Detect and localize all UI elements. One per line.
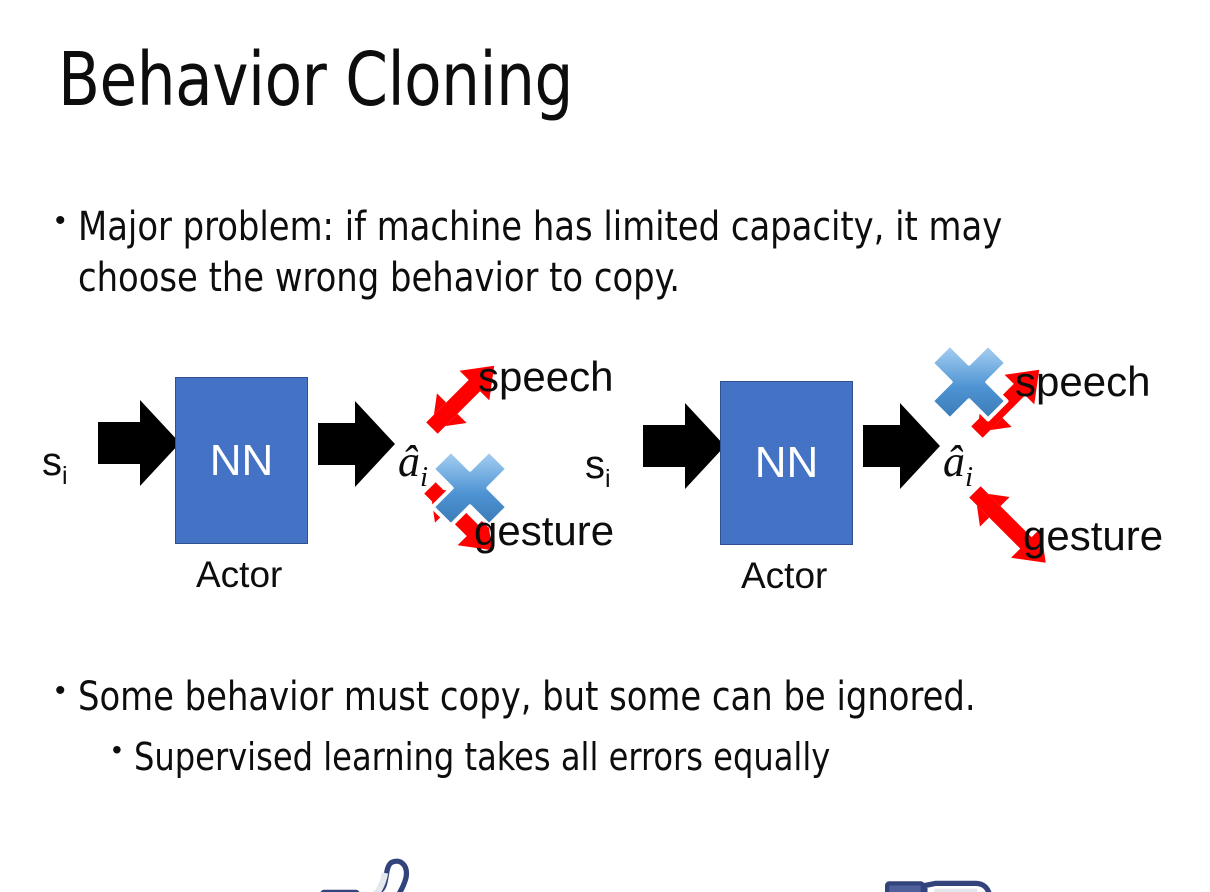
branch-label-gesture-left: gesture: [474, 507, 615, 554]
bullet-top-text: Major problem: if machine has limited ca…: [77, 204, 1002, 302]
branch-label-speech-right: speech: [1015, 358, 1151, 405]
block-arrow-right-icon: [318, 401, 395, 487]
diagram-left-good-case: si NN Actor âi: [0, 340, 620, 892]
red-double-arrow-gesture-right: [969, 486, 1046, 563]
bullet-marker-icon: •: [55, 674, 66, 707]
action-symbol: â: [943, 437, 965, 486]
action-symbol: â: [398, 437, 420, 486]
nn-box-label: NN: [209, 435, 274, 485]
diagram-right-bad-case: si NN Actor âi: [545, 340, 1210, 892]
branch-label-speech-left: speech: [478, 353, 614, 400]
state-symbol: s: [585, 443, 605, 487]
branch-arrows-right-layer: [929, 342, 1046, 563]
state-label-right: si: [585, 445, 611, 492]
block-arrow-right-icon: [643, 403, 725, 489]
block-arrow-right-icon: [863, 403, 940, 489]
red-double-arrow-speech-left: [426, 365, 495, 434]
action-subscript: i: [420, 460, 429, 493]
nn-box-label: NN: [754, 438, 819, 487]
bullet-bottom-level1: • Some behavior must copy, but some can …: [55, 672, 1165, 723]
state-symbol: s: [42, 440, 62, 484]
blue-cross-icon-gesture: [430, 448, 510, 528]
state-subscript: i: [605, 465, 611, 493]
input-arrow-left-layer: [98, 400, 395, 487]
blue-cross-icon-speech: [929, 342, 1009, 422]
actor-caption-left: Actor: [196, 554, 283, 595]
input-arrow-right-layer: [643, 403, 940, 489]
block-arrow-right-icon: [98, 400, 180, 486]
bullet-bottom-level2-text: Supervised learning takes all errors equ…: [133, 735, 831, 779]
thumbs-down-icon: [885, 880, 992, 892]
thumbs-up-icon: [320, 858, 410, 892]
bullet-marker-icon: •: [55, 204, 66, 237]
actor-caption-right: Actor: [741, 555, 828, 596]
action-subscript: i: [965, 460, 974, 493]
nn-box-right: NN: [720, 381, 853, 545]
page-title: Behavior Cloning: [58, 37, 573, 123]
state-label-left: si: [42, 442, 68, 489]
state-subscript: i: [62, 462, 68, 490]
branch-arrows-left-layer: [424, 365, 510, 551]
branch-label-gesture-right: gesture: [1023, 512, 1164, 559]
bullet-marker-icon: •: [112, 734, 122, 765]
action-label-left: âi: [398, 440, 428, 492]
nn-box-left: NN: [175, 377, 308, 544]
bullet-top: • Major problem: if machine has limited …: [55, 202, 1115, 304]
bullet-bottom-level2: • Supervised learning takes all errors e…: [112, 733, 1172, 782]
bullet-bottom-level1-text: Some behavior must copy, but some can be…: [77, 674, 976, 720]
action-label-right: âi: [943, 440, 973, 492]
